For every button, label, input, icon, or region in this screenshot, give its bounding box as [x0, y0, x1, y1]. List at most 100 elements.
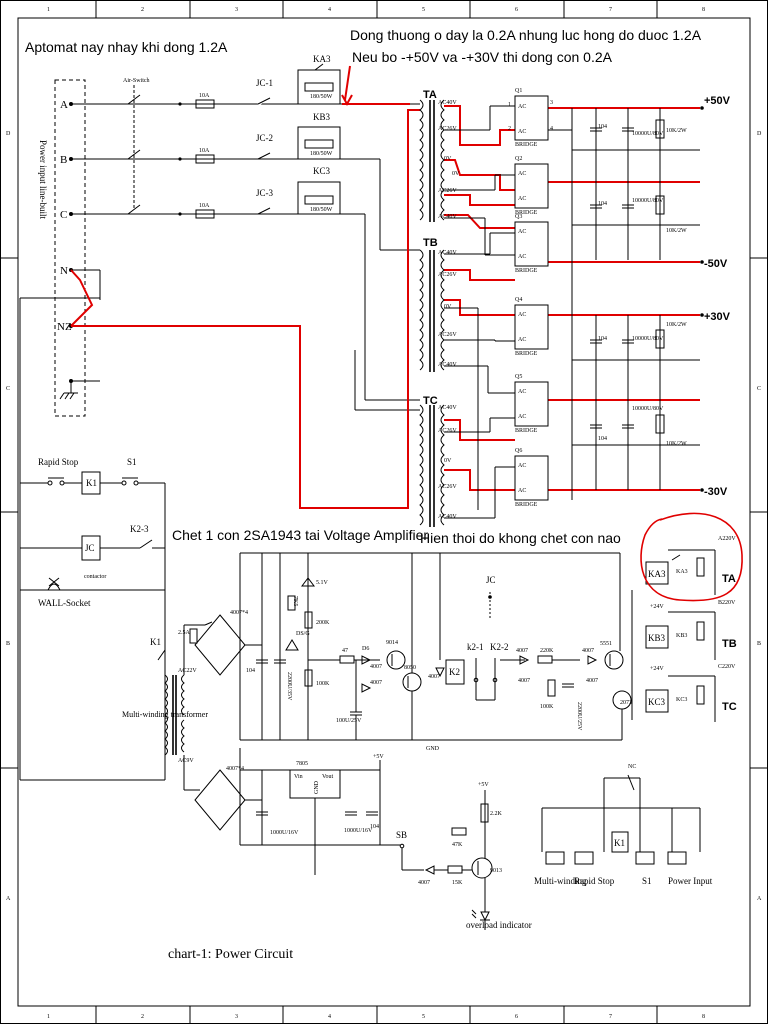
kb3-top-label: KB3 — [313, 112, 331, 122]
relay-kc3: KC3 KC3 C220V TC +24V — [645, 664, 737, 722]
d10-part: 4007 — [586, 678, 598, 684]
col-1-top: 1 — [47, 7, 50, 13]
right-relays: KA3 KA3 A220V TA KB3 KB3 B220V TB +24V K… — [631, 512, 743, 722]
rail-plus-30: +30V — [704, 311, 731, 323]
rail-filters: 104 10000U/80V 10K/2W 104 10000U/80V 10K… — [548, 108, 700, 500]
kb3-res-label: 180/50W — [310, 151, 333, 157]
dsg-label: DS/G — [296, 631, 310, 637]
r1-label: 7K5 — [292, 596, 298, 606]
row-b-left: B — [6, 641, 10, 647]
fuse-a-label: 10A — [199, 93, 210, 99]
cap-104-ctrl: 104 — [246, 668, 255, 674]
col-8-bottom: 8 — [702, 1014, 705, 1020]
annotation-meter-note: Hien thoi do khong chet con nao — [420, 530, 621, 546]
r3-label: 100K — [316, 681, 330, 687]
ol-diode-label: 4007 — [418, 880, 430, 886]
rail-minus-30: -30V — [704, 486, 728, 498]
ka3-top-label: KA3 — [313, 54, 331, 64]
kc3-coil-label: KC3 — [648, 697, 666, 707]
wall-socket-icon — [47, 577, 61, 591]
col-3-top: 3 — [235, 7, 238, 13]
earth-ground-icon — [59, 381, 78, 400]
annotation-dead-transistor: Chet 1 con 2SA1943 tai Voltage Amplifier — [172, 527, 428, 543]
q3-ac-2: AC — [518, 254, 526, 260]
bridge-q6: Q6 AC AC BRIDGE — [514, 448, 549, 508]
ka3-tr-label: TA — [722, 573, 736, 585]
contactor-jc-3: JC-3 KC3 180/50W — [256, 166, 341, 215]
primary-wiring — [19, 103, 420, 781]
reg-cap3-label: 104 — [370, 824, 379, 830]
row-d-left: D — [6, 131, 11, 137]
tb-tap-ac40-bottom: AC40V — [438, 362, 457, 368]
ka3-coil-label: KA3 — [648, 569, 666, 579]
q6-label: Q6 — [515, 448, 522, 454]
jc-2-label: JC-2 — [256, 133, 273, 143]
aux-bridge-1-label: 4007*4 — [230, 610, 248, 616]
reg-out-label: +5V — [373, 754, 384, 760]
transformer-tb: TB AC40V AC26V 0V AC26V AC40V — [419, 237, 457, 372]
ol-r1-label: 15K — [452, 880, 463, 886]
kb3-v-label: B220V — [718, 600, 736, 606]
kb3-contact-label: KB3 — [676, 633, 687, 639]
q1-bridge: BRIDGE — [515, 142, 538, 148]
q4-bridge: BRIDGE — [515, 351, 538, 357]
chart-caption: chart-1: Power Circuit — [168, 947, 293, 962]
k2-2-label: K2-2 — [490, 642, 509, 652]
q6-ac-2: AC — [518, 488, 526, 494]
col-8-top: 8 — [702, 7, 705, 13]
phase-label-c: C — [60, 209, 67, 221]
q4-ac-2: AC — [518, 337, 526, 343]
q3-bridge: BRIDGE — [515, 268, 538, 274]
reg-vout: Vout — [322, 774, 334, 780]
power-input-block: Power input line-built A B C N NZ — [38, 79, 86, 417]
col-1-bottom: 1 — [47, 1014, 50, 1020]
kc3-res-label: 180/50W — [310, 207, 333, 213]
col-4-top: 4 — [328, 7, 331, 13]
annotation-current-note-2: Neu bo -+50V va -+30V thi dong con 0.2A — [352, 49, 613, 65]
panel-label-multi-winding: Multi-winding — [534, 876, 587, 886]
row-a-left: A — [6, 896, 11, 902]
tc-tap-ac26-top: AC26V — [438, 428, 457, 434]
led-icon — [285, 639, 299, 651]
panel-label-rapid-stop: Rapid Stop — [574, 876, 615, 886]
cap-big-2: 10000U/80V — [632, 198, 664, 204]
row-a-right: A — [757, 896, 762, 902]
s1-label: S1 — [127, 457, 137, 467]
phase-label-n: N — [60, 265, 68, 277]
d6-label: D6 — [362, 646, 369, 652]
tb-tap-ac26-top: AC26V — [438, 272, 457, 278]
overload-circuit: SB 4007 15K 47K 9013 +5V 2.2K overload i… — [396, 782, 532, 930]
fuse-c-label: 10A — [199, 203, 210, 209]
kb3-tr-label: TB — [722, 638, 737, 650]
k2-3-label: K2-3 — [130, 524, 149, 534]
cap-104-1: 104 — [598, 124, 607, 130]
q2-ac-2: AC — [518, 196, 526, 202]
bridge-q1: Q1 AC AC 1 2 3 4 BRIDGE — [508, 88, 553, 148]
bottom-right-panel: NC K1 Multi-winding Rapid Stop S1 Power … — [534, 764, 713, 886]
ac22-label: AC22V — [178, 668, 197, 674]
contactor-jc-1: JC-1 KA3 180/50W — [256, 54, 341, 106]
bridge-q2: Q2 AC AC BRIDGE — [514, 156, 549, 216]
res-4: 10K/2W — [666, 441, 687, 447]
wall-socket-label: WALL-Socket — [38, 598, 91, 608]
tb-tap-ac26-bottom: AC26V — [438, 332, 457, 338]
col-7-top: 7 — [609, 7, 612, 13]
relay-ka3: KA3 KA3 A220V TA — [645, 536, 736, 595]
secondary-wiring — [444, 105, 515, 519]
ac9-label: AC9V — [178, 758, 194, 764]
q3-label: Q3 — [515, 214, 522, 220]
reg-cap2-label: 1000U/16V — [344, 828, 373, 834]
ta-tap-ac40-bottom: AC40V — [438, 214, 457, 220]
delay-network: 5.1V 7K5 DS/G 200K 100K 47 D6 4007 4007 … — [285, 553, 382, 740]
q8050-label: 8050 — [404, 665, 416, 671]
q5-ac-1: AC — [518, 389, 526, 395]
col-4-bottom: 4 — [328, 1014, 331, 1020]
sb-label: SB — [396, 830, 407, 840]
bridge-q4: Q4 AC AC BRIDGE — [514, 297, 549, 357]
gnd-label: GND — [426, 746, 440, 752]
transformer-tc: TC AC40V AC26V 0V AC26V AC40V — [419, 395, 457, 527]
contactor-label: contactor — [84, 574, 106, 580]
jc-contactor-circuit: JC K2-3 contactor — [20, 524, 165, 580]
k2-1-label: k2-1 — [467, 642, 484, 652]
